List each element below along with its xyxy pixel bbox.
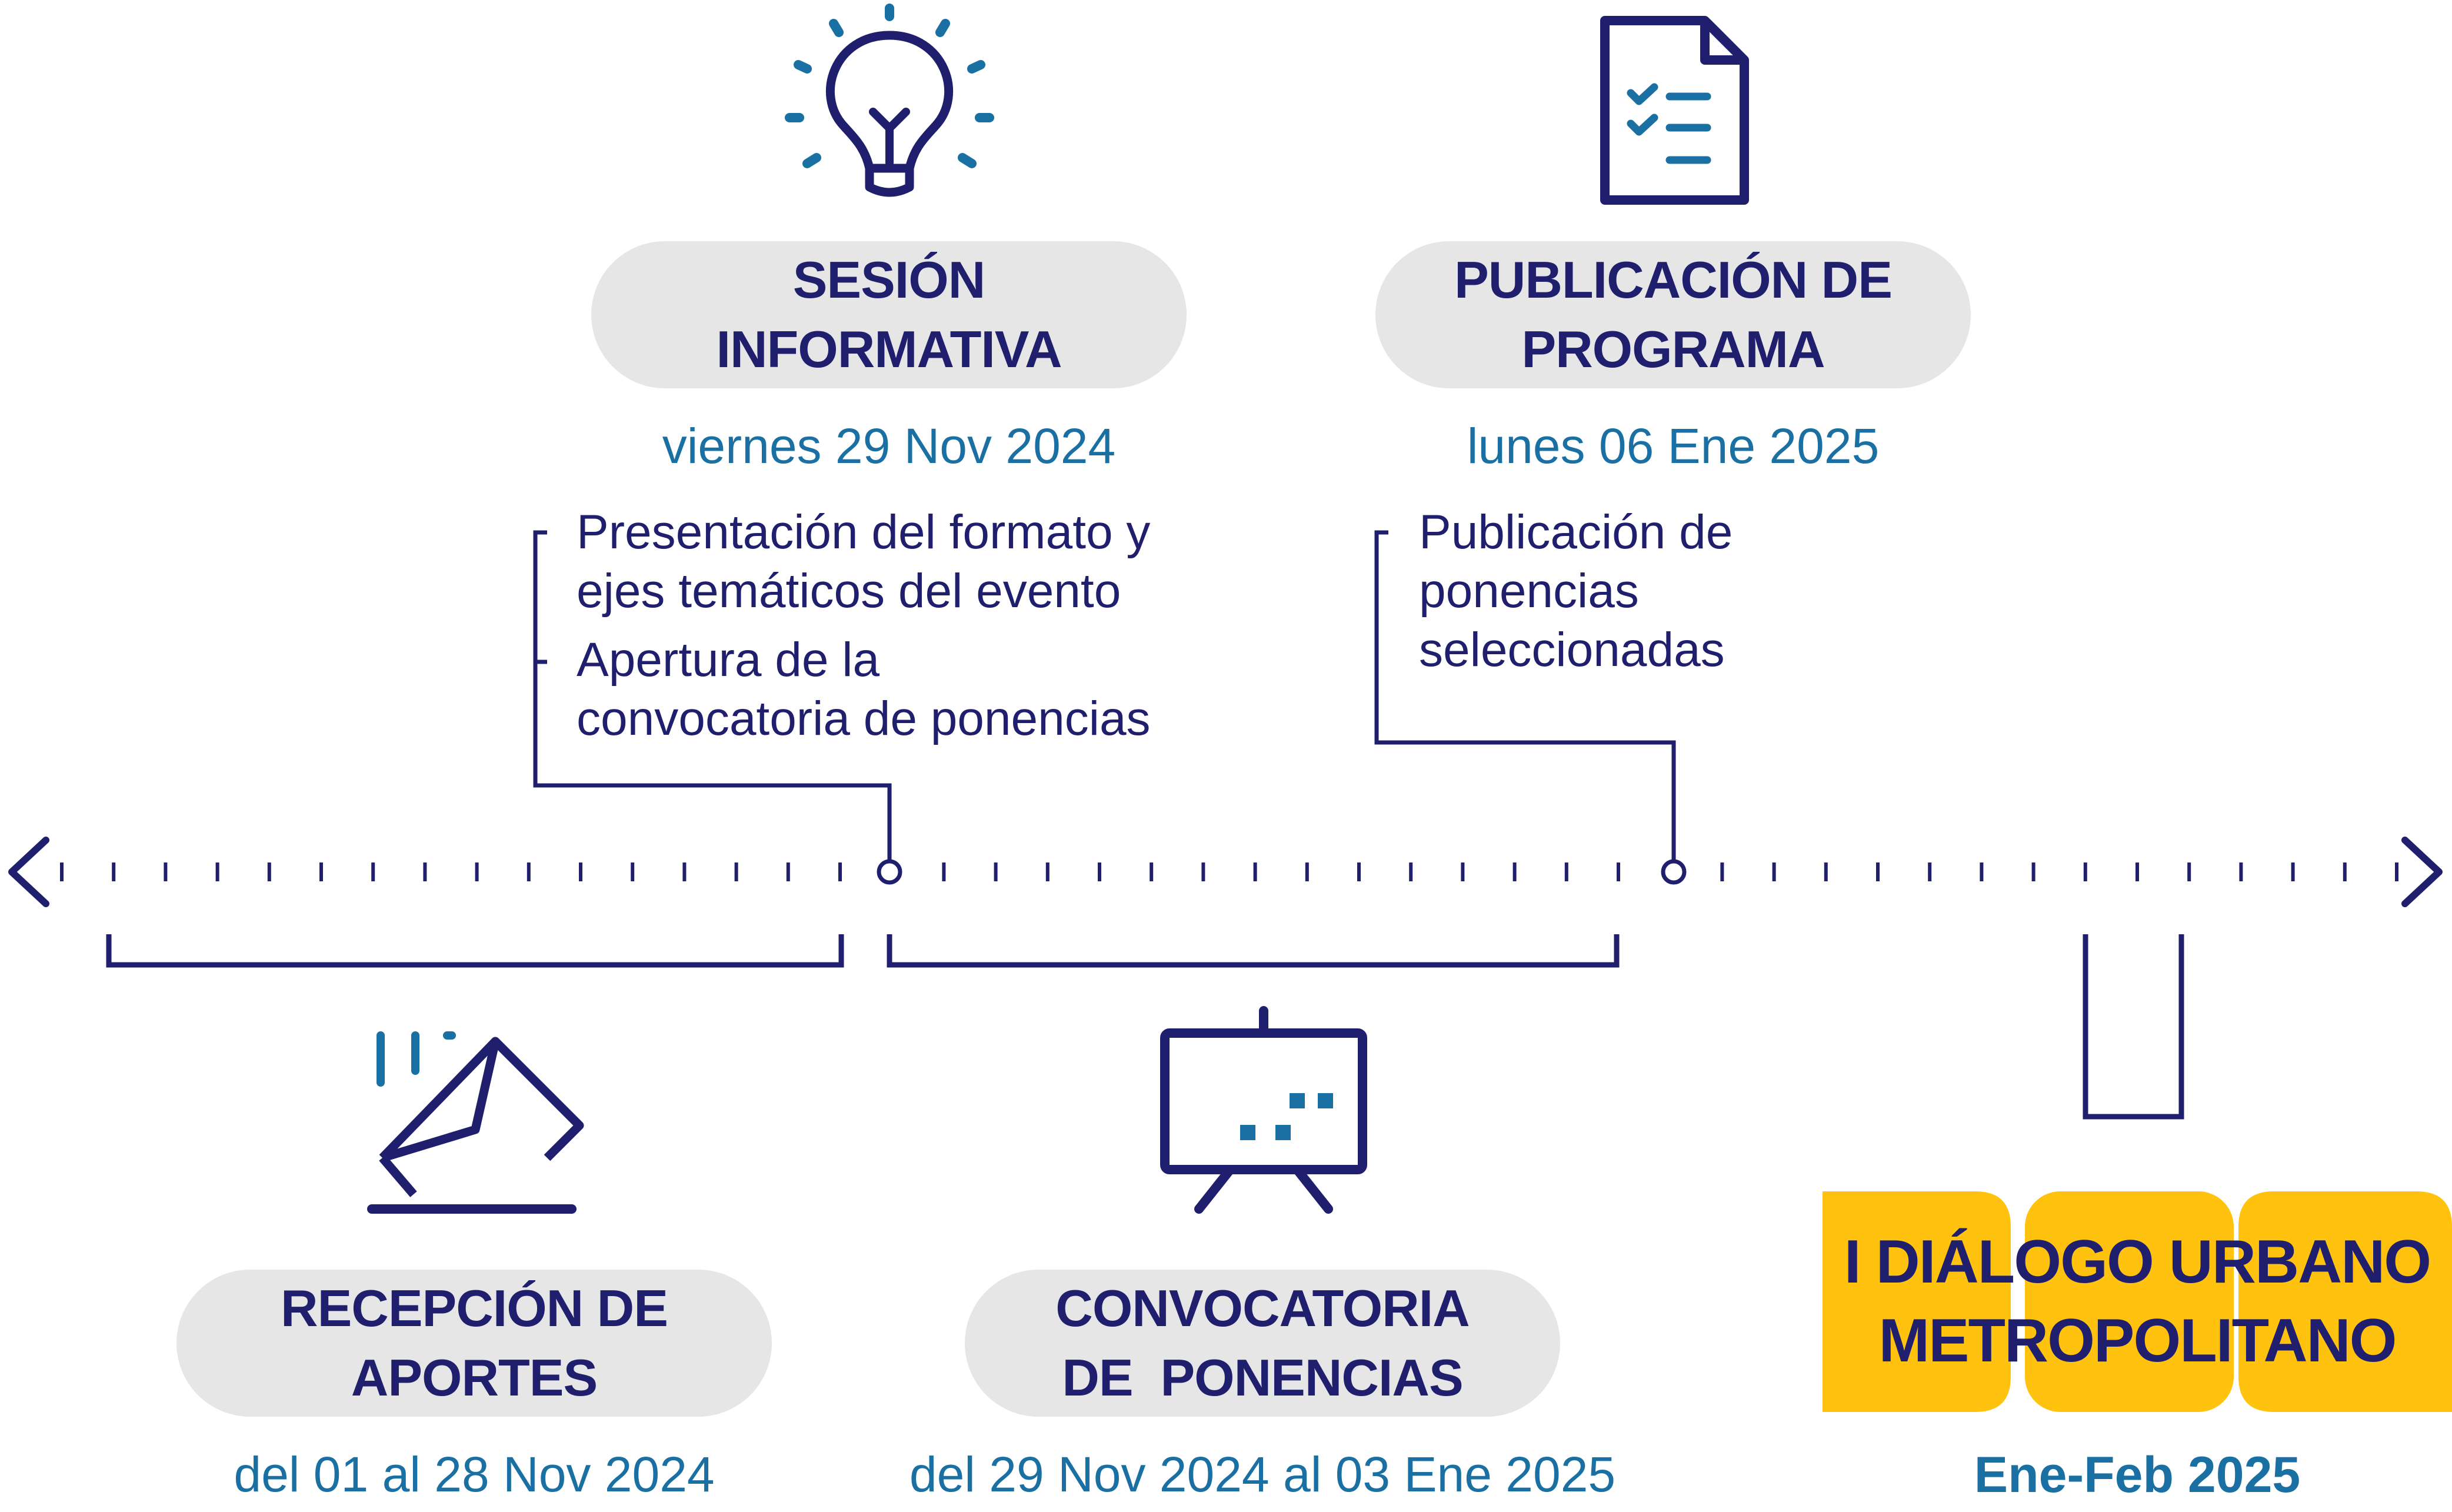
checklist-document-icon [1600,16,1749,205]
dialogo-bracket [2083,934,2184,1120]
recepcion-bracket [106,934,844,968]
timeline-left-arrow [8,837,49,907]
sesion-marker [877,859,902,885]
publicacion-title-line1: PUBLICACIÓN DE [1454,251,1893,309]
sesion-bullet-2-line1: Apertura de la [577,633,880,687]
publicacion-marker [1661,859,1687,885]
sesion-bullet-2-line2: convocatoria de ponencias [577,692,1151,745]
publicacion-bullet-line3: seleccionadas [1419,623,1725,677]
sesion-bullet-1-line2: ejes temáticos del evento [577,564,1121,618]
recepcion-aportes-pill: RECEPCIÓN DE APORTES [176,1270,772,1417]
publicacion-programa-pill: PUBLICACIÓN DE PROGRAMA [1375,241,1971,388]
sesion-bullet-1-line1: Presentación del formato y [577,505,1151,559]
publicacion-date: lunes 06 Ene 2025 [1467,418,1880,474]
convocatoria-bracket [887,934,1620,968]
recepcion-date: del 01 al 28 Nov 2024 [234,1447,715,1502]
dialogo-date: Ene-Feb 2025 [1974,1447,2301,1503]
publicacion-title-line2: PROGRAMA [1521,320,1825,378]
sesion-informativa-pill: SESIÓN INFORMATIVA [591,241,1187,388]
sesion-title-line1: SESIÓN [792,251,986,309]
publicacion-bullet-line2: ponencias [1419,564,1639,618]
publicacion-bullet: Publicación de ponencias seleccionadas [1419,503,1733,680]
dialogo-title-line2: METROPOLITANO [1878,1307,2397,1375]
convocatoria-date: del 29 Nov 2024 al 03 Ene 2025 [909,1447,1616,1502]
timeline-right-arrow [2401,837,2443,907]
publicacion-bullet-line1: Publicación de [1419,505,1733,559]
sesion-bullet-2: Apertura de la convocatoria de ponencias [577,631,1151,748]
publicacion-connector [1374,530,1676,862]
sesion-connector [533,530,892,862]
sesion-title-line2: INFORMATIVA [716,320,1062,378]
recepcion-title-line1: RECEPCIÓN DE [281,1279,668,1337]
convocatoria-title-line2: DE PONENCIAS [1062,1348,1463,1407]
dialogo-brand-blocks [1823,1191,2452,1412]
sesion-date: viernes 29 Nov 2024 [662,418,1116,474]
convocatoria-ponencias-pill: CONVOCATORIA DE PONENCIAS [965,1270,1560,1417]
dialogo-title: I DIÁLOGO URBANO METROPOLITANO [1823,1223,2452,1380]
lightbulb-icon [785,4,994,197]
recepcion-title-line2: APORTES [351,1348,598,1407]
convocatoria-title-line1: CONVOCATORIA [1055,1279,1470,1337]
envelope-ballot-icon [367,1031,584,1214]
dialogo-title-line1: I DIÁLOGO URBANO [1844,1228,2431,1296]
presentation-board-icon [1160,1006,1367,1214]
timeline-ticks [60,862,2398,881]
sesion-bullet-1: Presentación del formato y ejes temático… [577,503,1150,621]
